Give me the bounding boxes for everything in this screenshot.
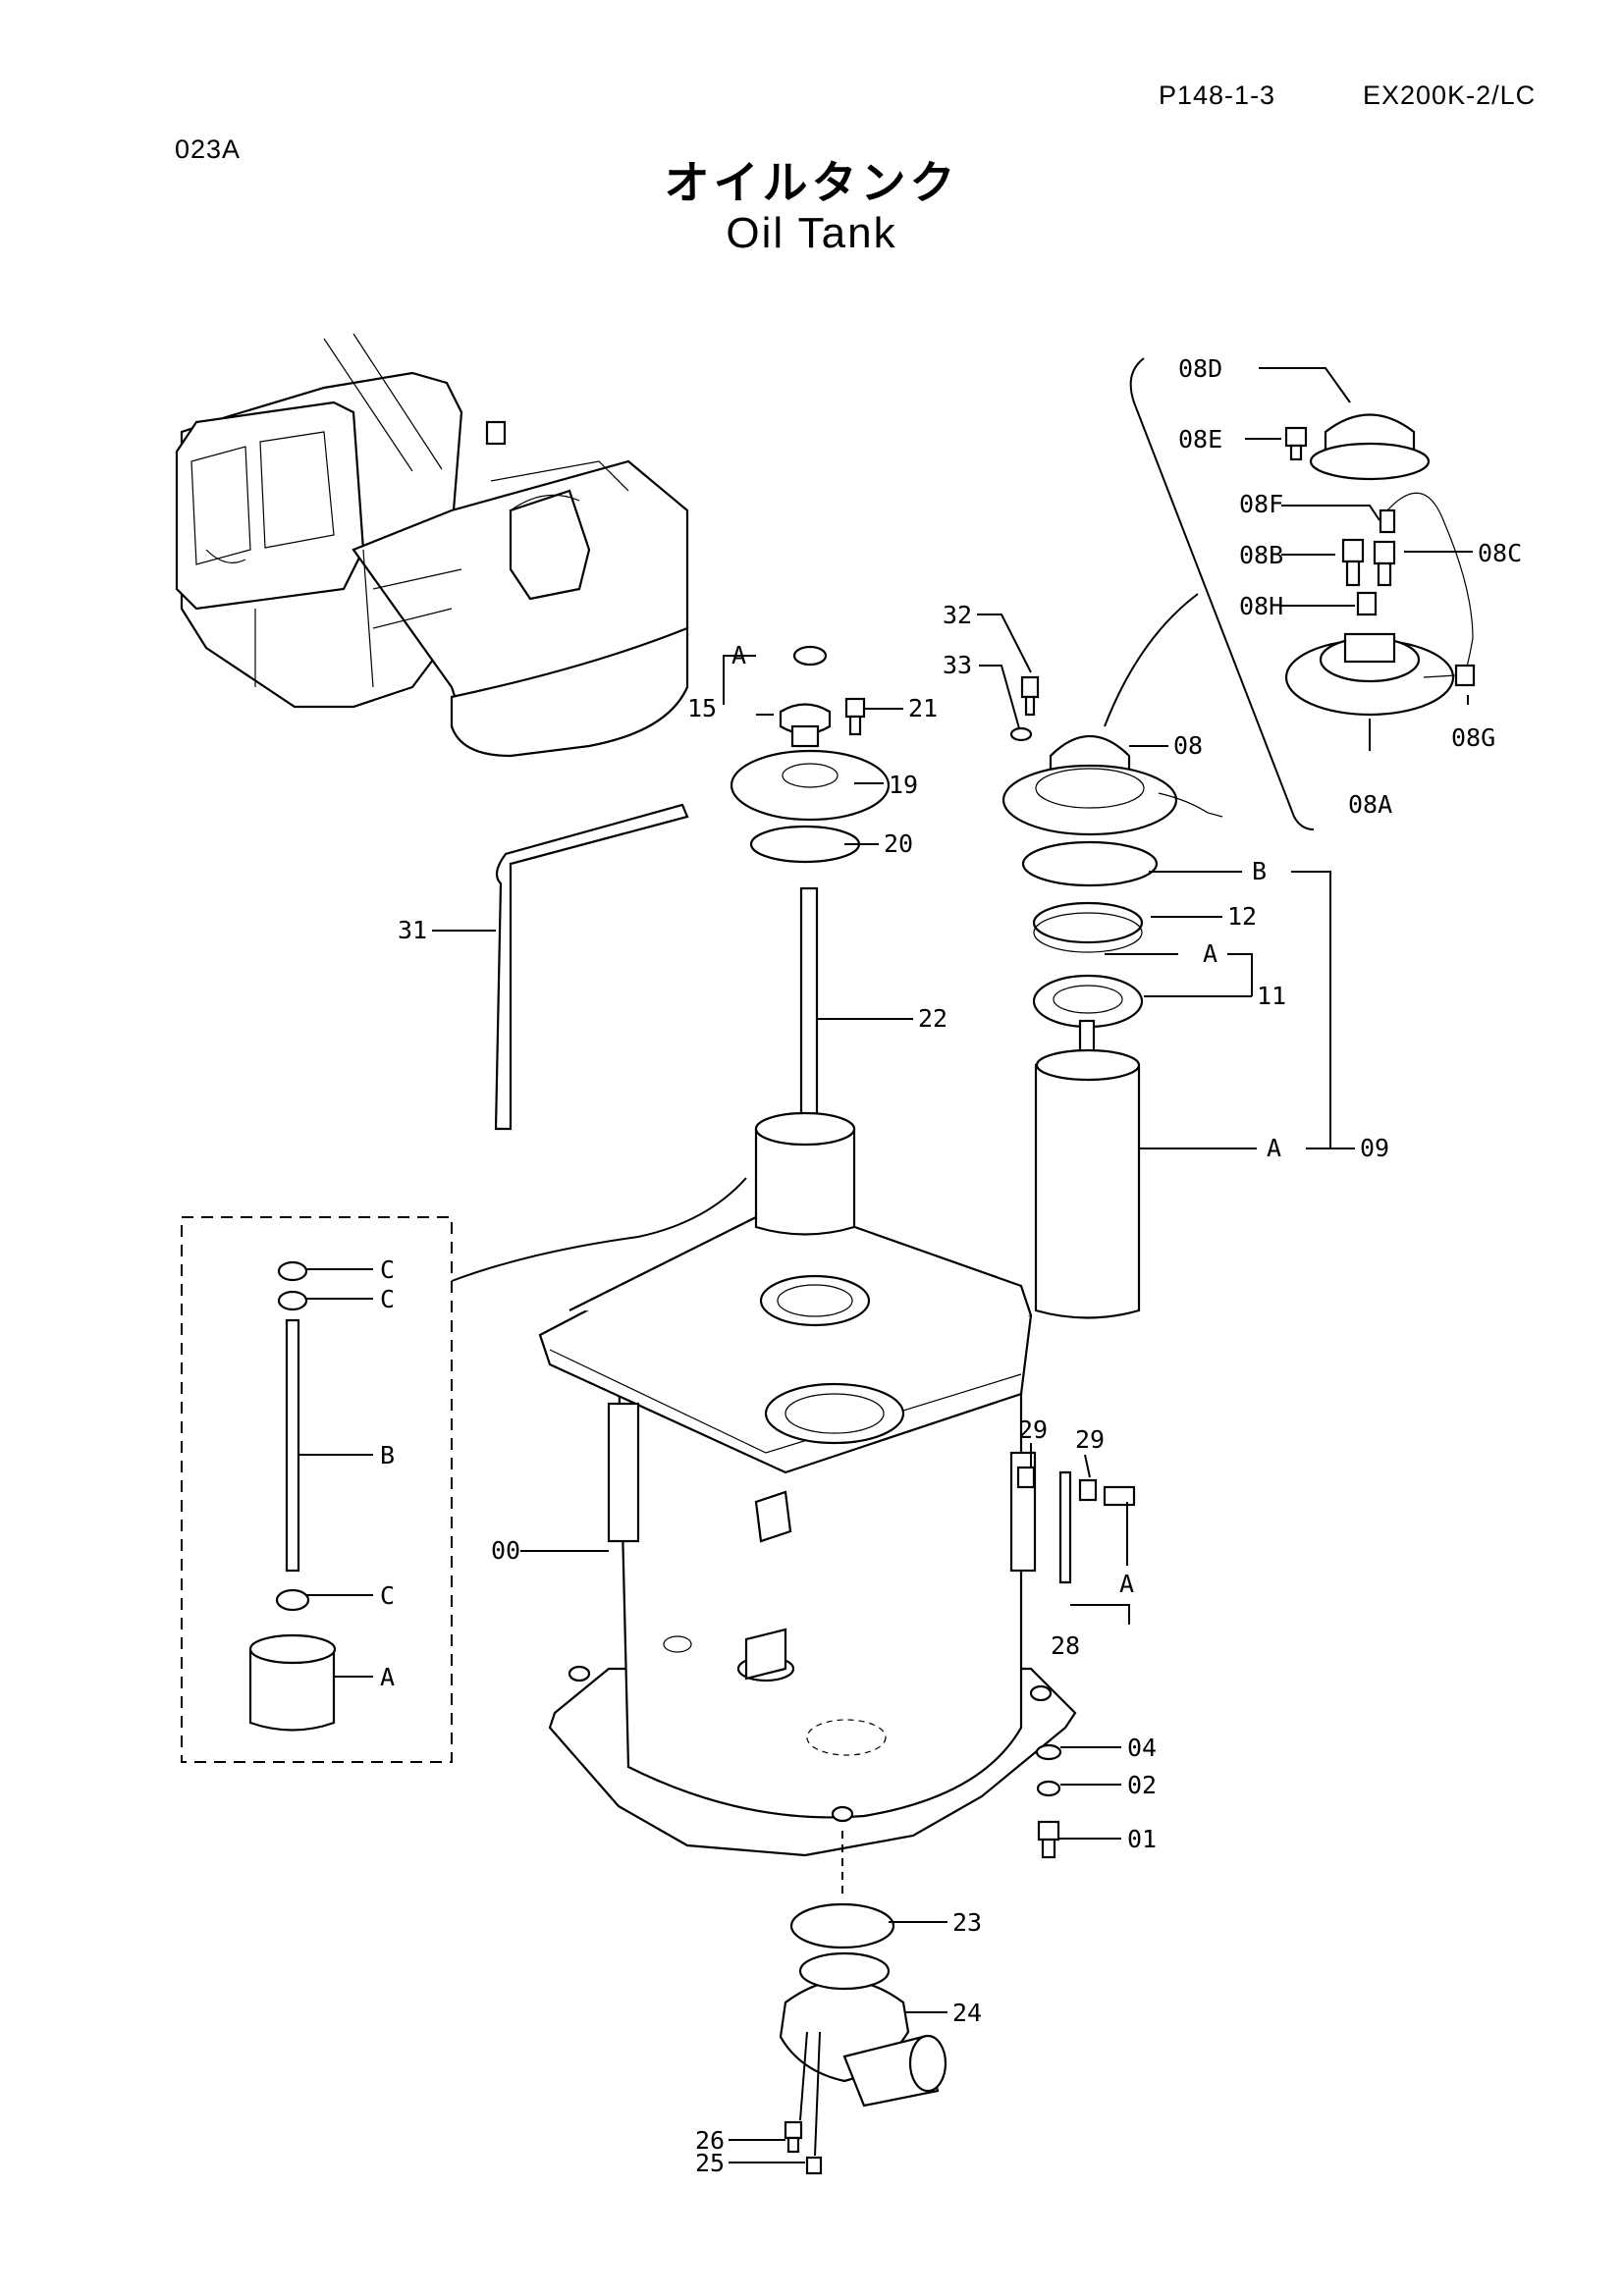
callout-33: 33 (943, 651, 972, 679)
title-japanese: オイルタンク (664, 156, 959, 209)
callout-15: 15 (687, 694, 717, 722)
callout-26: 26 (695, 2126, 725, 2155)
callout-labels: 08D 08E 08F 08B 08C 08H 08G 08A 32 33 08… (380, 354, 1522, 2177)
title-english: Oil Tank (726, 209, 897, 257)
callout-00: 00 (491, 1536, 520, 1565)
callout-28-A: A (1119, 1570, 1134, 1598)
callout-15-A: A (731, 641, 746, 669)
callout-28: 28 (1051, 1631, 1080, 1660)
callout-29-right: 29 (1075, 1425, 1105, 1454)
callout-08H: 08H (1239, 592, 1283, 620)
callout-08A: 08A (1348, 790, 1392, 819)
callout-B-detail: B (380, 1441, 395, 1469)
callout-11-A: A (1203, 939, 1217, 968)
callout-C-2: C (380, 1285, 395, 1313)
callout-20: 20 (884, 829, 913, 858)
callout-29-left: 29 (1018, 1415, 1048, 1444)
callout-22: 22 (918, 1004, 947, 1033)
callout-23: 23 (952, 1908, 982, 1937)
breather-detail-bubble (1104, 357, 1476, 830)
callout-25: 25 (695, 2149, 725, 2177)
callout-08F: 08F (1239, 490, 1283, 518)
callout-31: 31 (398, 916, 427, 944)
callout-32: 32 (943, 601, 972, 629)
callout-19: 19 (889, 771, 918, 799)
callout-09: 09 (1360, 1134, 1389, 1162)
return-filter-assembly (1001, 675, 1223, 1319)
callout-C-1: C (380, 1255, 395, 1284)
drain-and-fittings (779, 1466, 1136, 2175)
callout-08C: 08C (1478, 539, 1522, 567)
callout-11: 11 (1257, 982, 1286, 1010)
model-code: EX200K-2/LC (1363, 80, 1537, 110)
excavator-overview-illustration (175, 333, 689, 758)
callout-08D: 08D (1178, 354, 1222, 383)
figure-code: 023A (175, 134, 242, 164)
callout-04: 04 (1127, 1734, 1157, 1762)
callout-02: 02 (1127, 1771, 1157, 1799)
suction-strainer-detail-box (181, 1177, 747, 1763)
callout-08B: 08B (1239, 541, 1283, 569)
callout-C-3: C (380, 1581, 395, 1610)
oil-tank-body (538, 1201, 1077, 1857)
callout-08G: 08G (1451, 723, 1495, 752)
filler-assembly (494, 645, 891, 1236)
callout-08: 08 (1173, 731, 1203, 760)
callout-24: 24 (952, 1999, 982, 2027)
leader-lines (298, 367, 1473, 2163)
callout-B: B (1252, 857, 1267, 885)
callout-09-A: A (1267, 1134, 1281, 1162)
callout-08E: 08E (1178, 425, 1222, 454)
callout-A-detail: A (380, 1663, 395, 1691)
callout-21: 21 (908, 694, 938, 722)
callout-12: 12 (1227, 902, 1257, 931)
page-code: P148-1-3 (1159, 80, 1276, 110)
callout-01: 01 (1127, 1825, 1157, 1853)
